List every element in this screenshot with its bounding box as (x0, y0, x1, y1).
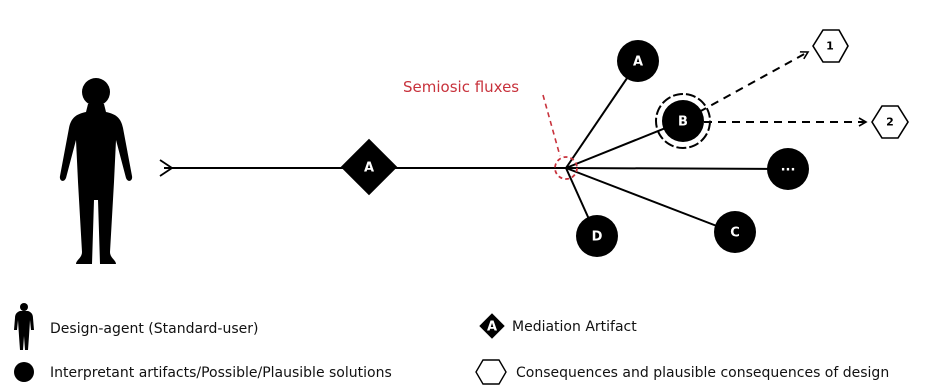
svg-text:1: 1 (826, 40, 834, 53)
svg-text:C: C (730, 226, 740, 241)
consequence-node-2: 2 (871, 105, 909, 139)
legend-consequence-icon (475, 359, 507, 385)
interpretant-node-more: ... (767, 148, 809, 190)
semiosic-branches (565, 61, 788, 238)
svg-text:2: 2 (886, 116, 894, 129)
interpretant-node-d: D (576, 215, 618, 257)
svg-text:A: A (364, 161, 374, 176)
svg-text:B: B (678, 115, 688, 130)
design-agent-figure-icon (59, 78, 133, 264)
legend-design-agent-icon (14, 303, 34, 350)
svg-text:...: ... (781, 160, 796, 175)
interpretant-node-a: A (617, 40, 659, 82)
legend-mediation-text: Mediation Artifact (512, 319, 637, 335)
semiosis-point-marker (554, 156, 578, 180)
legend-consequence-text: Consequences and plausible consequences … (516, 365, 889, 381)
legend-interpretant-icon (14, 362, 34, 382)
mediation-artifact-node: A (340, 138, 398, 196)
consequence-arrow-1 (698, 51, 810, 113)
interpretant-node-c: C (714, 211, 756, 253)
legend-design-agent-text: Design-agent (Standard-user) (50, 321, 258, 337)
svg-text:A: A (487, 320, 497, 335)
interpretant-node-b: B (655, 93, 711, 149)
svg-text:D: D (592, 230, 603, 245)
semiosis-pointer-line (542, 94, 561, 157)
consequence-node-1: 1 (812, 29, 849, 63)
svg-text:A: A (633, 55, 643, 70)
legend-interpretant-text: Interpretant artifacts/Possible/Plausibl… (50, 365, 392, 381)
legend-mediation-icon: A (479, 313, 505, 339)
semiosic-fluxes-label: Semiosic fluxes (403, 78, 519, 96)
